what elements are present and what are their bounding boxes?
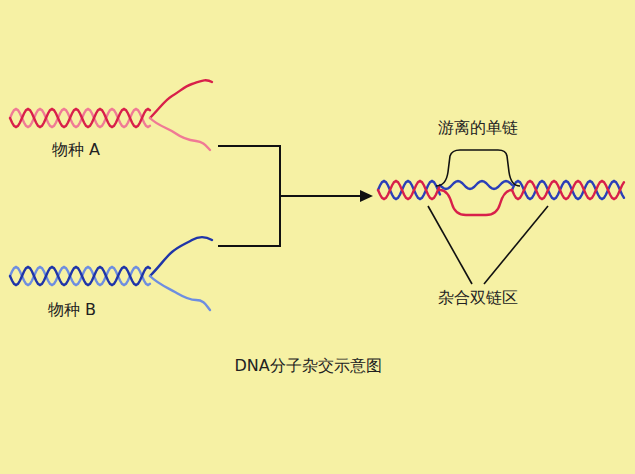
- dna-strand: [10, 267, 150, 285]
- leader-line: [428, 206, 472, 284]
- leader-lines: [428, 150, 548, 284]
- text-label: 物种 A: [52, 140, 100, 159]
- dna-strand: [440, 181, 512, 189]
- merge-arrow-line: [280, 195, 362, 197]
- dna-strand: [150, 80, 212, 118]
- dna-strand: [512, 181, 624, 199]
- dna-strand: [10, 267, 150, 285]
- text-label: 游离的单链: [438, 118, 518, 137]
- dna-strands: [10, 80, 624, 310]
- caption: DNA分子杂交示意图: [234, 356, 381, 377]
- leader-line: [484, 206, 548, 284]
- text-label: 杂合双链区: [438, 288, 518, 307]
- dna-strand: [378, 181, 440, 199]
- dna-strand: [150, 237, 212, 276]
- merge-bracket: [218, 146, 280, 246]
- dna-strand: [440, 190, 512, 215]
- dna-strand: [512, 181, 624, 199]
- text-label: 物种 B: [48, 300, 96, 319]
- arrow-head: [360, 190, 373, 202]
- connector-lines: [218, 146, 362, 246]
- single-strand-bracket: [436, 150, 520, 186]
- dna-strand: [10, 109, 150, 127]
- dna-strand: [150, 118, 210, 150]
- dna-strand: [150, 276, 210, 310]
- dna-strand: [10, 109, 150, 127]
- dna-strand: [378, 181, 440, 199]
